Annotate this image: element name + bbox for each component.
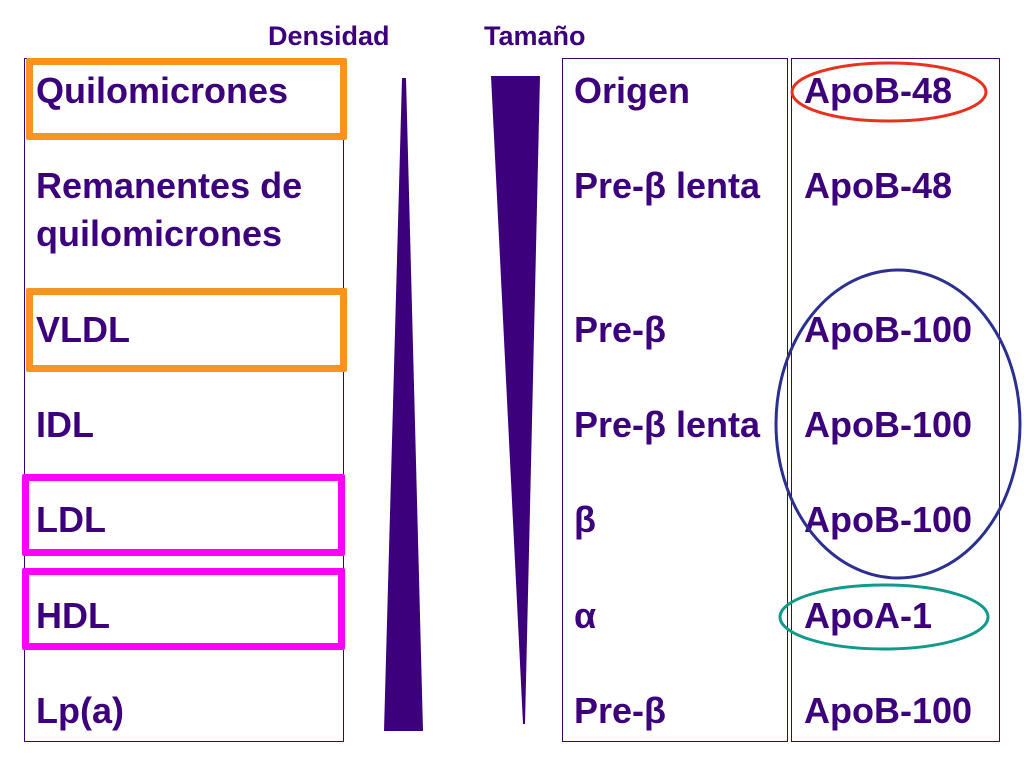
size-wedge	[491, 76, 540, 724]
quilomicrones-highlight-box	[26, 58, 347, 140]
mobility-column	[562, 58, 788, 742]
mobility-quilomicrones: Origen	[574, 70, 691, 111]
lipoprotein-name-remanentes: Remanentes de	[36, 165, 303, 206]
hdl-highlight-box	[22, 568, 345, 650]
density-wedge	[384, 78, 423, 731]
apo-hdl: ApoA-1	[804, 595, 932, 636]
apo-ldl: ApoB-100	[804, 499, 973, 540]
apob100-blue-ellipse	[774, 268, 1022, 580]
ldl-highlight-box	[22, 474, 345, 556]
density-header: Densidad	[268, 21, 390, 51]
mobility-vldl: Pre-β	[574, 309, 667, 350]
mobility-hdl: α	[574, 595, 597, 636]
apo-idl: ApoB-100	[804, 404, 973, 445]
apo-lpa: ApoB-100	[804, 690, 973, 731]
apob48-red-ellipse	[790, 61, 988, 123]
mobility-idl: Pre-β lenta	[574, 404, 761, 445]
apolipoprotein-column	[791, 58, 1000, 742]
lipoprotein-name-lpa: Lp(a)	[36, 690, 124, 731]
apo-quilomicrones: ApoB-48	[804, 70, 953, 111]
lipoprotein-name-remanentes-line2: quilomicrones	[36, 213, 283, 254]
apo-remanentes: ApoB-48	[804, 165, 953, 206]
apo-vldl: ApoB-100	[804, 309, 973, 350]
lipoprotein-name-quilomicrones: Quilomicrones	[36, 70, 289, 111]
lipoprotein-name-hdl: HDL	[36, 595, 110, 636]
mobility-ldl: β	[574, 499, 596, 540]
lipoprotein-name-ldl: LDL	[36, 499, 106, 540]
lipoprotein-name-idl: IDL	[36, 404, 94, 445]
apoa1-teal-ellipse	[778, 583, 990, 651]
mobility-lpa: Pre-β	[574, 690, 667, 731]
lipoprotein-name-vldl: VLDL	[36, 309, 130, 350]
mobility-remanentes: Pre-β lenta	[574, 165, 761, 206]
vldl-highlight-box	[26, 288, 347, 372]
size-header: Tamaño	[484, 21, 586, 51]
